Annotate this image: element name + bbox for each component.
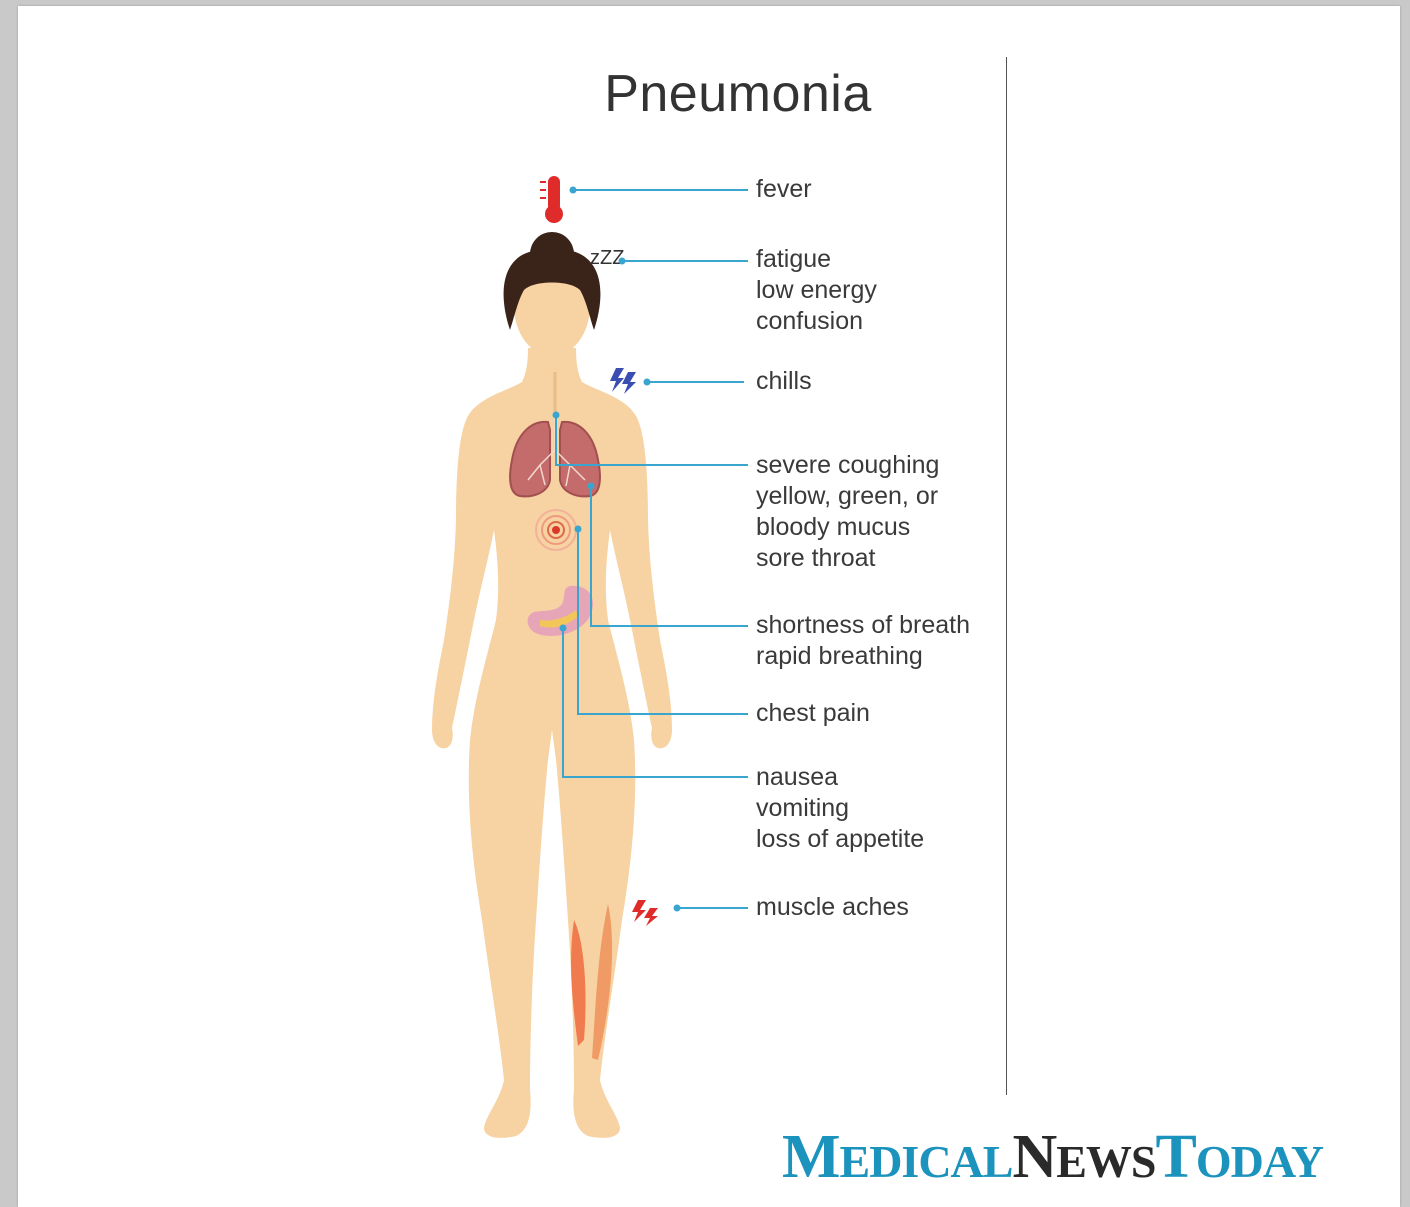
- symptom-text: low energy: [756, 275, 877, 306]
- logo-word: EDICAL: [840, 1136, 1013, 1187]
- symptom-text: chest pain: [756, 698, 870, 729]
- logo-word: ODAY: [1196, 1136, 1323, 1187]
- symptom-text: vomiting: [756, 793, 924, 824]
- symptom-text: fatigue: [756, 244, 877, 275]
- symptom-fatigue-label: fatigue low energy confusion: [756, 244, 877, 337]
- symptom-text: bloody mucus: [756, 512, 939, 543]
- symptom-chest-label: chest pain: [756, 698, 870, 729]
- symptom-chills-label: chills: [756, 366, 812, 397]
- medical-news-today-logo: MEDICALNEWSTODAY: [782, 1122, 1323, 1186]
- symptom-text: muscle aches: [756, 892, 909, 923]
- symptom-text: severe coughing: [756, 450, 939, 481]
- symptom-cough-label: severe coughing yellow, green, or bloody…: [756, 450, 939, 574]
- symptom-text: confusion: [756, 306, 877, 337]
- symptom-text: fever: [756, 174, 812, 205]
- symptom-text: nausea: [756, 762, 924, 793]
- symptom-breath-label: shortness of breath rapid breathing: [756, 610, 970, 672]
- symptom-text: rapid breathing: [756, 641, 970, 672]
- symptom-text: sore throat: [756, 543, 939, 574]
- symptom-nausea-label: nausea vomiting loss of appetite: [756, 762, 924, 855]
- symptom-muscle-label: muscle aches: [756, 892, 909, 923]
- symptom-text: shortness of breath: [756, 610, 970, 641]
- thermometer-icon: [540, 176, 563, 223]
- body-figure: [432, 232, 672, 1138]
- chills-icon: [610, 368, 636, 394]
- chest-pain-icon: [536, 510, 576, 550]
- logo-word: EWS: [1056, 1136, 1155, 1187]
- symptom-text: loss of appetite: [756, 824, 924, 855]
- sleep-icon: zZZ: [590, 247, 624, 269]
- symptom-text: chills: [756, 366, 812, 397]
- symptom-fever-label: fever: [756, 174, 812, 205]
- logo-letter: N: [1012, 1123, 1056, 1191]
- symptom-text: yellow, green, or: [756, 481, 939, 512]
- logo-letter: T: [1156, 1123, 1196, 1191]
- logo-letter: M: [782, 1123, 840, 1191]
- muscle-ache-icon: [632, 900, 658, 926]
